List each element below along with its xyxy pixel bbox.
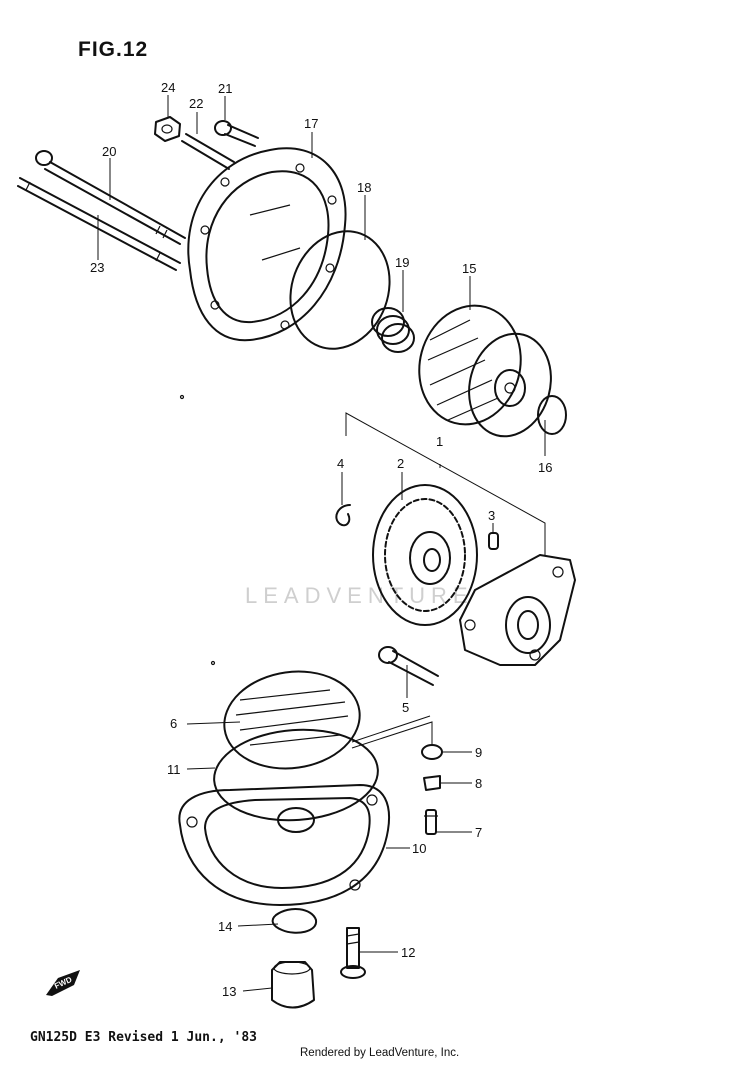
revision-note: GN125D E3 Revised 1 Jun., '83 bbox=[30, 1030, 257, 1045]
callout-7: 7 bbox=[475, 825, 482, 840]
part-9-washer bbox=[421, 744, 443, 760]
leader-lines bbox=[97, 95, 546, 992]
part-24-nut bbox=[154, 116, 181, 142]
callout-5: 5 bbox=[402, 700, 409, 715]
part-6-screen bbox=[223, 670, 361, 770]
part-17-cover bbox=[187, 147, 347, 342]
render-credit: Rendered by LeadVenture, Inc. bbox=[300, 1047, 460, 1059]
part-22-short-stud bbox=[181, 133, 235, 170]
part-18-o-ring bbox=[289, 230, 391, 350]
part-2-gear bbox=[372, 484, 478, 626]
watermark-text: LEADVENTURE bbox=[245, 583, 474, 608]
callout-23: 23 bbox=[90, 260, 104, 275]
part-16-small-o-ring bbox=[537, 395, 567, 435]
callout-11: 11 bbox=[167, 762, 181, 777]
callout-12: 12 bbox=[401, 945, 415, 960]
callout-14: 14 bbox=[218, 919, 232, 934]
part-15-oil-filter bbox=[418, 304, 552, 438]
callout-8: 8 bbox=[475, 776, 482, 791]
callout-6: 6 bbox=[170, 716, 177, 731]
callout-1: 1 bbox=[436, 434, 443, 449]
callout-22: 22 bbox=[189, 96, 203, 111]
part-4-circlip bbox=[335, 504, 351, 527]
part-20-long-bolt bbox=[35, 150, 186, 245]
part-12-bolt bbox=[340, 927, 366, 979]
callout-21: 21 bbox=[218, 81, 232, 96]
callout-17: 17 bbox=[304, 116, 318, 131]
part-5-bolt bbox=[378, 646, 439, 686]
part-13-cap bbox=[271, 961, 315, 1009]
callout-18: 18 bbox=[357, 180, 371, 195]
part-23-stud bbox=[17, 177, 181, 271]
part-14-circlip bbox=[271, 908, 318, 934]
callout-3: 3 bbox=[488, 508, 495, 523]
group-bracket bbox=[345, 412, 546, 555]
part-7-screw bbox=[424, 809, 438, 835]
part-21-bolt bbox=[214, 120, 259, 147]
callout-16: 16 bbox=[538, 460, 552, 475]
callout-19: 19 bbox=[395, 255, 409, 270]
part-8-clip bbox=[423, 775, 441, 791]
callout-24: 24 bbox=[161, 80, 175, 95]
callout-2: 2 bbox=[397, 456, 404, 471]
fwd-arrow-icon: FWD bbox=[46, 970, 80, 996]
callout-15: 15 bbox=[462, 261, 476, 276]
part-3-pin bbox=[488, 532, 499, 550]
part-11-gasket bbox=[213, 728, 379, 822]
callout-13: 13 bbox=[222, 984, 236, 999]
callout-9: 9 bbox=[475, 745, 482, 760]
callout-4: 4 bbox=[337, 456, 344, 471]
callout-10: 10 bbox=[412, 841, 426, 856]
part-10-lower-cover bbox=[178, 784, 390, 906]
figure-title: FIG.12 bbox=[78, 38, 149, 61]
part-19-spring bbox=[371, 307, 415, 353]
callout-20: 20 bbox=[102, 144, 116, 159]
part-1-oil-pump bbox=[459, 554, 576, 666]
